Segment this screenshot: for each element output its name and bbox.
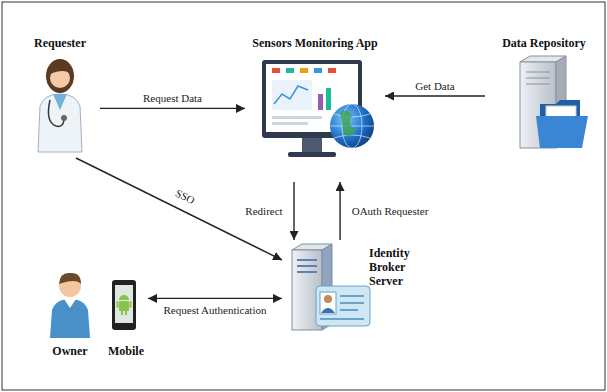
repository-icon — [520, 56, 588, 148]
requester-icon — [38, 59, 82, 152]
node-label: Mobile — [108, 342, 144, 360]
node-label: Identity Broker Server — [369, 240, 417, 288]
server-node: Identity Broker Server — [282, 240, 417, 340]
edge-label: OAuth Requester — [350, 205, 431, 218]
app-node: Sensors Monitoring App — [245, 34, 385, 182]
mobile-icon — [112, 280, 136, 330]
node-label: Data Repository — [502, 34, 586, 50]
server-icon — [292, 244, 370, 330]
edge-label: Request Data — [141, 92, 204, 105]
edge-label: Get Data — [413, 80, 456, 93]
repository-node: Data Repository — [485, 34, 603, 158]
actor-node: Requester — [20, 34, 100, 158]
connector-arrow — [385, 95, 485, 96]
connector-arrow — [148, 298, 282, 299]
owner-icon — [50, 273, 90, 338]
actor-node: Owner — [40, 268, 100, 360]
edge-label: SSO — [171, 186, 198, 208]
node-label: Requester — [34, 34, 86, 50]
connector-arrow — [100, 108, 245, 109]
connector-arrow — [293, 182, 294, 240]
device-node: Mobile — [104, 272, 148, 360]
edge-label: Request Authentication — [162, 304, 269, 317]
node-label: Sensors Monitoring App — [252, 34, 377, 50]
monitor-icon — [262, 60, 374, 157]
edge-label: Redirect — [243, 205, 284, 218]
node-label: Owner — [52, 342, 87, 360]
connector-arrow — [339, 182, 340, 240]
